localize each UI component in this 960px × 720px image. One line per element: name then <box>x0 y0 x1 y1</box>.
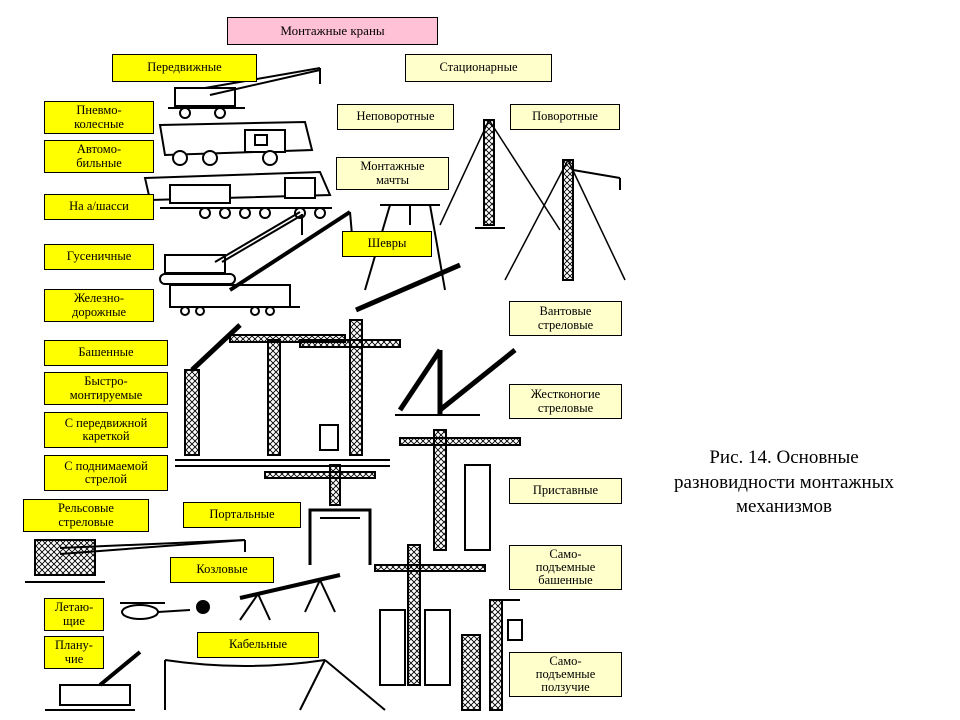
portal-crane-drawing <box>264 464 376 565</box>
gantry-box: Козловые <box>170 557 274 583</box>
carriage-box: С передвижной кареткой <box>44 412 168 448</box>
self-crawl-box: Само- подъемные ползучие <box>509 652 622 697</box>
floating-crane-drawing <box>45 650 142 711</box>
attached-crane-drawing <box>399 429 521 551</box>
portal-box: Портальные <box>183 502 301 528</box>
raised-boom-box: С поднимаемой стрелой <box>44 455 168 491</box>
chassis-box: На а/шасси <box>44 194 154 220</box>
figure-caption: Рис. 14. Основные разновидности монтажны… <box>674 447 894 518</box>
mast-drawing <box>439 119 561 231</box>
guyed-box: Вантовые стреловые <box>509 301 622 336</box>
quick-box: Быстро- монтируемые <box>44 372 168 405</box>
self-lifting-tower-drawing <box>374 544 486 686</box>
pneumatic-box: Пневмо- колесные <box>44 101 154 134</box>
flying-box: Летаю- щие <box>44 598 104 631</box>
tower-box: Башенные <box>44 340 168 366</box>
railway-crane-drawing <box>169 210 353 316</box>
attached-box: Приставные <box>509 478 622 504</box>
cable-crane-drawing <box>164 659 386 711</box>
auto-crane-drawing <box>158 120 314 166</box>
helicopter-drawing <box>120 600 210 620</box>
crawler-box: Гусеничные <box>44 244 154 270</box>
shears-box: Шевры <box>342 231 432 257</box>
rail-boom-crane-drawing <box>25 539 246 583</box>
self-tower-box: Само- подъемные башенные <box>509 545 622 590</box>
crawler-crane-drawing <box>159 211 303 285</box>
auto-box: Автомо- бильные <box>44 140 154 173</box>
rotating-mast-drawing <box>504 159 626 281</box>
title-box: Монтажные краны <box>227 17 438 45</box>
climbing-crane-drawing <box>461 599 523 711</box>
gantry-crane-drawing <box>239 573 341 621</box>
tower-cranes-drawing <box>175 262 461 467</box>
rail-boom-box: Рельсовые стреловые <box>23 499 149 532</box>
pneumatic-crane-drawing <box>168 67 321 119</box>
non-rotating-box: Неповоротные <box>337 104 454 130</box>
rigid-crane-drawing <box>395 348 517 416</box>
rigid-box: Жестконогие стреловые <box>509 384 622 419</box>
stationary-box: Стационарные <box>405 54 552 82</box>
floating-box: Плану- чие <box>44 636 104 669</box>
cable-box: Кабельные <box>197 632 319 658</box>
rotating-box: Поворотные <box>510 104 620 130</box>
mobile-box: Передвижные <box>112 54 257 82</box>
rail-box: Железно- дорожные <box>44 289 154 322</box>
chassis-crane-drawing <box>143 170 332 219</box>
masts-box: Монтажные мачты <box>336 157 449 190</box>
